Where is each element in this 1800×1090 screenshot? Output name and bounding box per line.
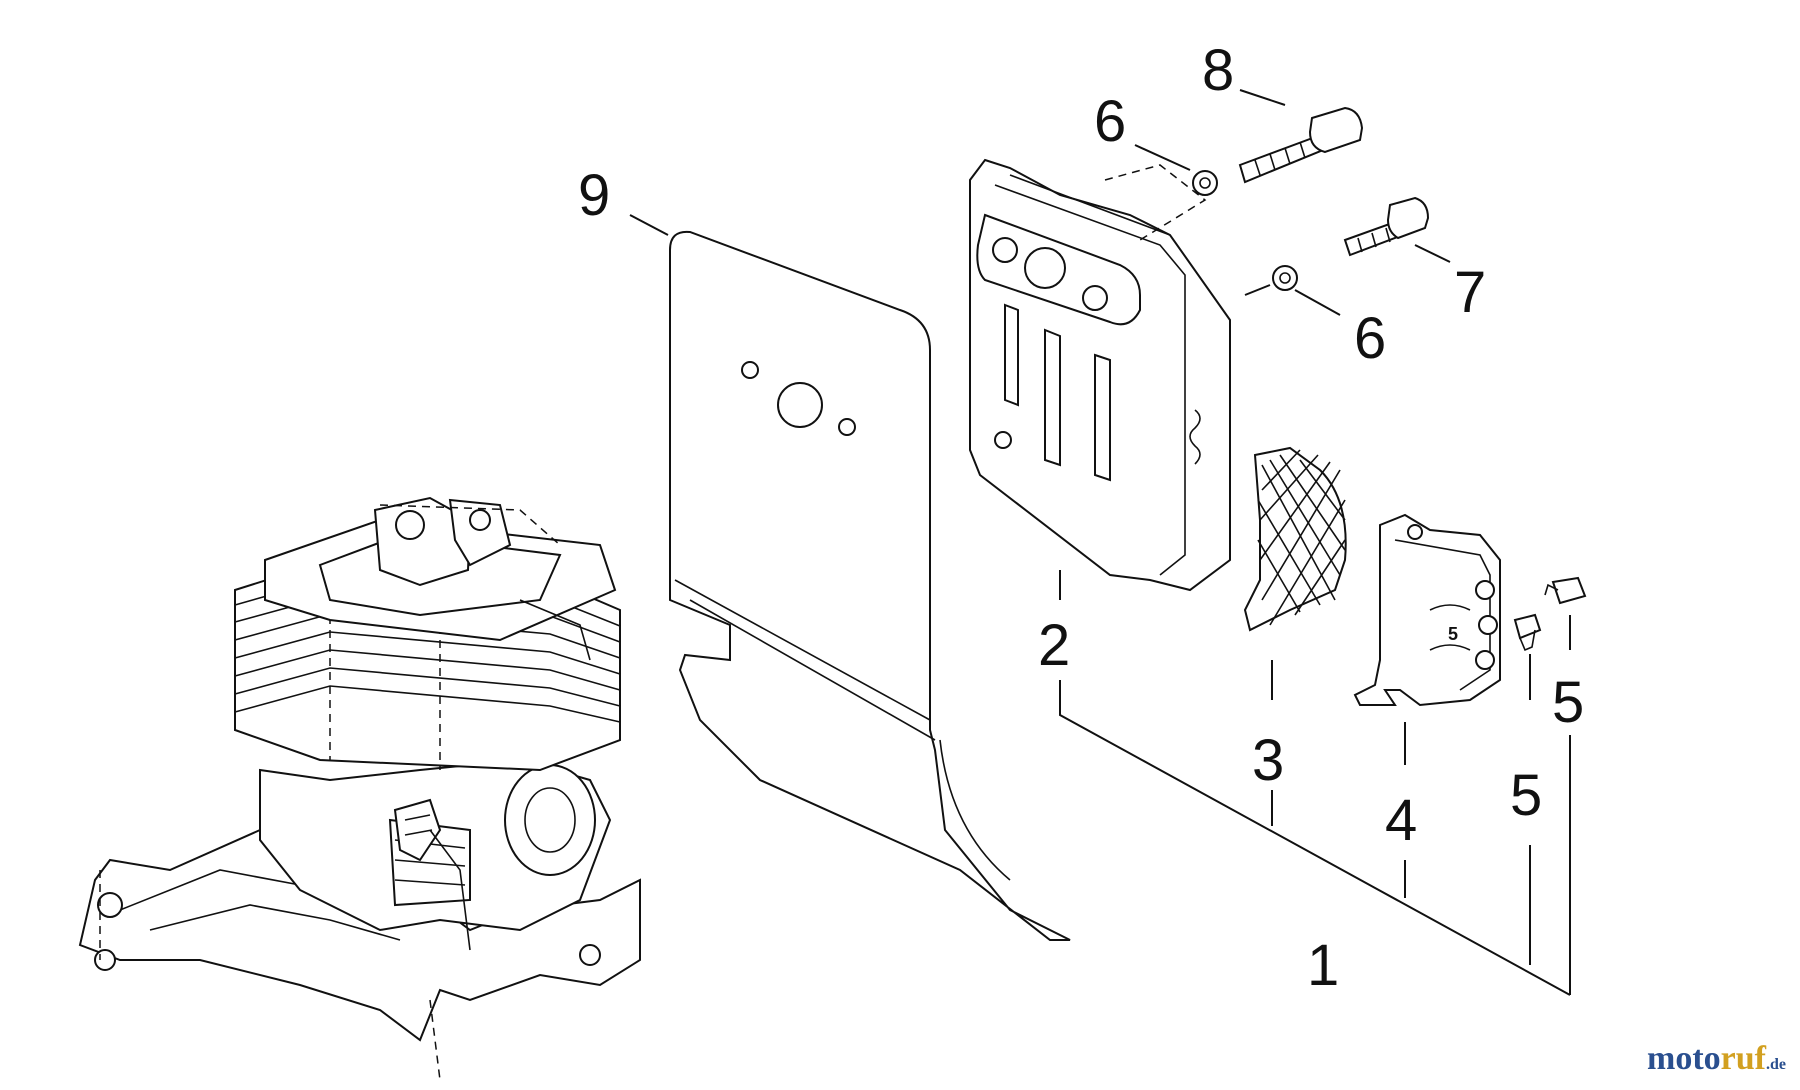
washer-6-lower-hole (1279, 272, 1291, 284)
bolt-7-short (1343, 196, 1430, 257)
callout-6-upper: 6 (1094, 89, 1126, 154)
callout-1: 1 (1307, 933, 1339, 998)
washer-6-upper-hole (1199, 177, 1211, 189)
washer-6-lower (1272, 265, 1298, 291)
watermark-part2: ruf (1720, 1040, 1766, 1077)
cover-stamp-number: 5 (1448, 624, 1458, 644)
engine-cylinder-assembly (78, 496, 641, 1081)
heat-shield-plate (669, 230, 1071, 941)
bolt-8-long (1238, 106, 1364, 184)
screw-5-small (1513, 613, 1542, 652)
leader-lines (629, 89, 1571, 996)
callout-7: 7 (1454, 260, 1486, 325)
callout-9: 9 (578, 163, 610, 228)
callout-8: 8 (1202, 38, 1234, 103)
callout-3: 3 (1252, 728, 1284, 793)
callout-6-lower: 6 (1354, 306, 1386, 371)
callout-2: 2 (1038, 613, 1070, 678)
callout-5-left: 5 (1510, 763, 1542, 828)
muffler-cover: 5 (1353, 513, 1501, 707)
callout-4: 4 (1385, 788, 1417, 853)
screw-5-small-b (1544, 576, 1587, 605)
washer-6-upper (1192, 170, 1218, 196)
watermark-part1: moto (1647, 1040, 1721, 1077)
watermark-suffix: .de (1766, 1056, 1786, 1073)
motoruf-watermark: motoruf.de (1647, 1040, 1786, 1078)
spark-arrester-screen (1243, 446, 1347, 632)
callout-5-right: 5 (1552, 670, 1584, 735)
muffler-body (969, 158, 1231, 592)
